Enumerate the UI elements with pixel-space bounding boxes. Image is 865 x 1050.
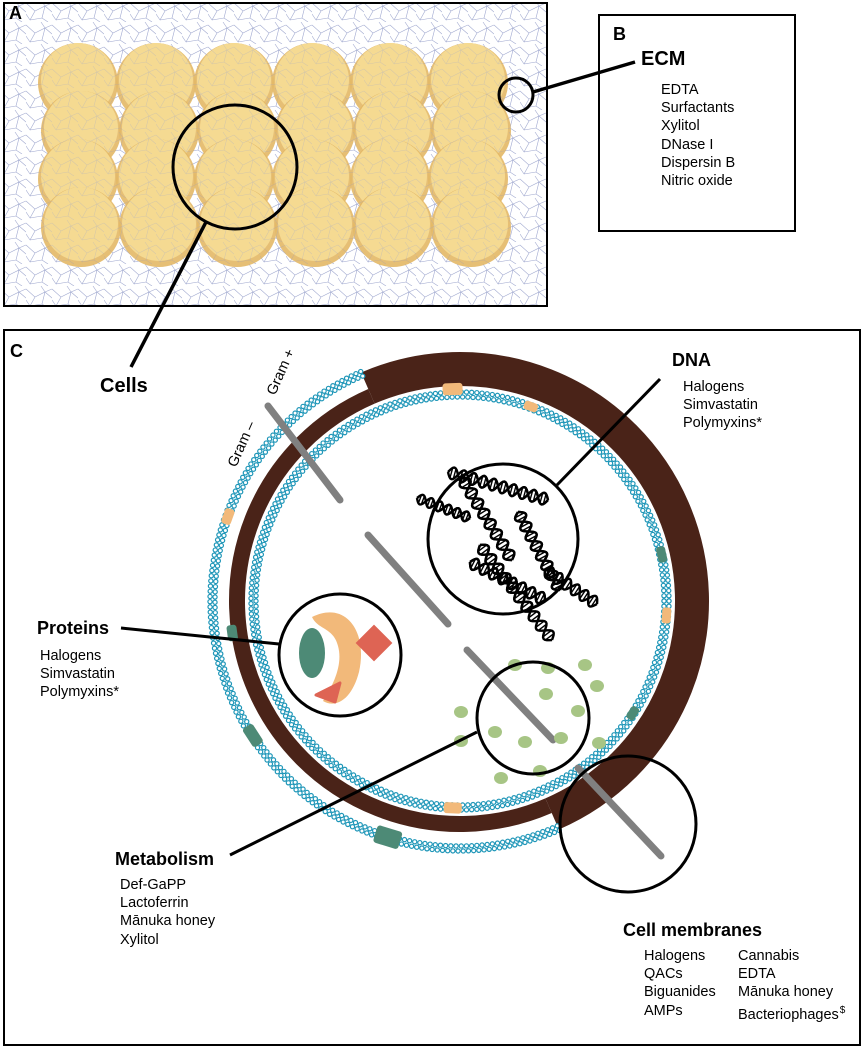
ecm-mesh-overlay xyxy=(5,4,546,305)
gram-divider xyxy=(264,402,665,860)
cell-membranes-agent-item: Halogens xyxy=(644,948,706,964)
cell-membranes-agent-item: Cannabis xyxy=(738,948,800,964)
membrane-protein xyxy=(626,706,640,721)
cell-membranes-magnifier xyxy=(558,754,698,894)
bacteriophage-footnote-marker: $ xyxy=(839,1004,846,1016)
cell-membranes-agent-item: EDTA xyxy=(738,966,776,983)
metabolite-dot xyxy=(518,736,532,748)
metabolism-agent-item: Lactoferrin xyxy=(120,895,189,912)
metabolite-dot xyxy=(592,737,606,749)
metabolism-agent-item: Mānuka honey xyxy=(120,913,216,930)
metabolism-agent-item: Def-GaPP xyxy=(120,877,187,893)
panel-b-letter: B xyxy=(613,24,626,44)
cell-membranes-heading: Cell membranes xyxy=(623,920,763,940)
gram-negative-cell-wall xyxy=(228,388,552,833)
cell-membranes-agent-item: Biguanides xyxy=(644,984,716,1001)
metabolite-dot xyxy=(590,680,604,692)
ecm-agent-item: Nitric oxide xyxy=(661,173,733,190)
ecm-callout-line xyxy=(532,60,636,94)
proteins-agent-item: Simvastatin xyxy=(40,666,115,683)
membrane-protein xyxy=(226,624,238,642)
protein-red-triangle xyxy=(314,681,342,704)
metabolism-callout-line xyxy=(229,730,478,857)
membrane-protein xyxy=(221,508,235,525)
membrane-protein xyxy=(443,802,462,814)
proteins-agent-item: Polymyxins* xyxy=(40,684,119,701)
cells-callout-line xyxy=(129,221,208,368)
panel-a-letter: A xyxy=(9,3,22,23)
dna-agent-item: Polymyxins* xyxy=(683,415,762,432)
membrane-protein xyxy=(656,546,668,563)
proteins-magnifier xyxy=(277,592,403,718)
membrane-protein xyxy=(523,400,539,413)
metabolite-dot xyxy=(578,659,592,671)
cell-membranes-agent-item: Mānuka honey xyxy=(738,984,834,1001)
ecm-heading: ECM xyxy=(641,48,686,70)
ecm-agent-item: Surfactants xyxy=(661,100,735,117)
biofilm-illustration xyxy=(5,4,546,305)
ecm-agent-item: DNase I xyxy=(661,136,714,153)
panel-c-letter: C xyxy=(10,341,23,361)
metabolite-dot xyxy=(554,732,568,744)
proteins-agent-item: Halogens xyxy=(40,648,102,664)
cell-membranes-agent-item: AMPs xyxy=(644,1002,683,1019)
metabolite-dot xyxy=(571,705,585,717)
gram-positive-cell-wall xyxy=(361,351,710,830)
ecm-magnifier-circle xyxy=(497,76,535,114)
metabolite-dot xyxy=(454,706,468,718)
ecm-agent-item: Xylitol xyxy=(661,118,700,135)
dna-strands xyxy=(415,466,599,642)
membrane-protein xyxy=(373,825,403,849)
membrane-protein xyxy=(442,382,463,396)
metabolites xyxy=(454,659,606,784)
cell-membranes-agent-item: Bacteriophages$ xyxy=(738,1004,846,1023)
metabolite-dot xyxy=(488,726,502,738)
metabolite-dot xyxy=(539,688,553,700)
bacterial-cell xyxy=(228,351,710,833)
cells-label: Cells xyxy=(100,375,148,397)
dna-callout-line xyxy=(555,377,662,487)
dna-agent-item: Halogens xyxy=(683,379,745,395)
cell-membranes-agent-item: QACs xyxy=(644,966,683,983)
membrane-protein xyxy=(661,607,672,624)
metabolism-agent-item: Xylitol xyxy=(120,931,159,948)
metabolite-dot xyxy=(494,772,508,784)
ecm-agent-item: Dispersin B xyxy=(661,154,736,171)
proteins-callout-line xyxy=(120,626,280,646)
cells-magnifier-circle xyxy=(171,103,299,231)
metabolism-heading: Metabolism xyxy=(115,849,215,869)
membrane-protein xyxy=(242,724,263,747)
dna-agent-item: Simvastatin xyxy=(683,397,758,414)
protein-orange-shape xyxy=(312,612,362,704)
dna-heading: DNA xyxy=(672,350,711,370)
metabolism-magnifier xyxy=(454,659,606,784)
ecm-agent-item: EDTA xyxy=(661,82,699,98)
membrane-proteins xyxy=(221,382,672,849)
dna-magnifier xyxy=(415,462,599,642)
protein-green-shape xyxy=(299,628,325,678)
panel-c xyxy=(3,329,861,1046)
panel-b xyxy=(598,14,796,232)
gram-positive-label: Gram + xyxy=(264,347,298,398)
protein-red-diamond xyxy=(355,624,393,662)
proteins-heading: Proteins xyxy=(37,618,110,638)
